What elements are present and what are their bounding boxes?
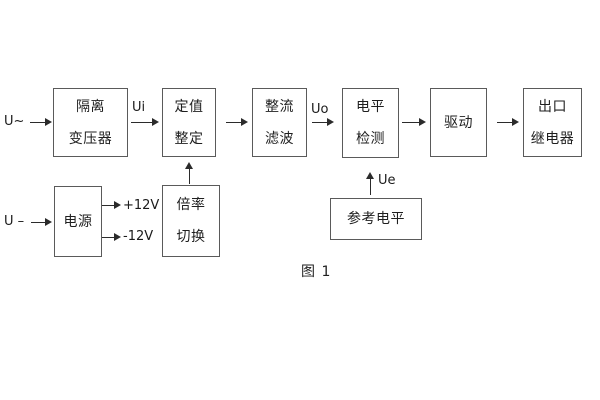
arrow-reference-to-level: [366, 172, 374, 195]
signal-label-ui: Ui: [132, 100, 146, 115]
block-label: 出口: [538, 98, 567, 115]
block-label: 滤波: [265, 130, 294, 147]
arrow-head-icon: [327, 118, 334, 126]
arrow-head-icon: [114, 201, 121, 209]
arrow-head-icon: [419, 118, 426, 126]
block-label: 整流: [265, 98, 294, 115]
arrow-drive-to-relay: [497, 118, 519, 126]
arrow-udc-to-power: [31, 218, 52, 226]
arrow-head-icon: [366, 172, 374, 179]
signal-label-u-dc: U –: [4, 214, 25, 229]
arrow-rectifier-to-level: [312, 118, 334, 126]
block-drive: 驱动: [430, 88, 487, 157]
signal-label-ue: Ue: [378, 173, 396, 188]
arrow-head-icon: [45, 218, 52, 226]
block-label: 切换: [176, 229, 206, 245]
block-power-supply: 电源: [54, 186, 102, 257]
block-label: 驱动: [444, 114, 473, 131]
block-label: 参考电平: [347, 211, 405, 227]
block-level-detection: 电平 检测: [342, 88, 399, 158]
arrow-head-icon: [152, 118, 159, 126]
signal-label-minus12v: -12V: [123, 229, 154, 244]
block-rectifier-filter: 整流 滤波: [252, 88, 307, 157]
block-label: 变压器: [68, 130, 113, 147]
block-isolation-transformer: 隔离 变压器: [53, 88, 128, 157]
arrow-head-icon: [512, 118, 519, 126]
block-reference-level: 参考电平: [330, 198, 422, 240]
block-label: 隔离: [76, 98, 105, 115]
arrow-head-icon: [114, 233, 121, 241]
signal-label-plus12v: +12V: [123, 198, 160, 213]
block-ratio-switch: 倍率 切换: [162, 185, 220, 257]
block-setpoint-adjust: 定值 整定: [162, 88, 216, 157]
arrow-ratio-to-setpoint: [185, 162, 193, 184]
arrow-head-icon: [185, 162, 193, 169]
arrow-power-minus12v: [102, 233, 121, 241]
arrow-head-icon: [45, 118, 52, 126]
arrow-setpoint-to-rectifier: [226, 118, 248, 126]
block-output-relay: 出口 继电器: [523, 88, 582, 157]
arrow-level-to-drive: [402, 118, 426, 126]
block-label: 整定: [174, 130, 204, 147]
block-label: 电源: [63, 213, 93, 230]
block-label: 继电器: [530, 130, 575, 147]
figure-caption: 图 1: [301, 264, 332, 280]
signal-label-uo: Uo: [311, 102, 329, 117]
block-label: 定值: [174, 98, 204, 115]
signal-label-u-ac: U~: [4, 114, 25, 129]
block-label: 检测: [356, 131, 385, 147]
block-label: 倍率: [176, 197, 206, 213]
arrow-head-icon: [241, 118, 248, 126]
block-label: 电平: [356, 99, 385, 115]
arrow-power-plus12v: [102, 201, 121, 209]
arrow-uac-to-isolation: [30, 118, 52, 126]
arrow-isolation-to-setpoint: [131, 118, 159, 126]
